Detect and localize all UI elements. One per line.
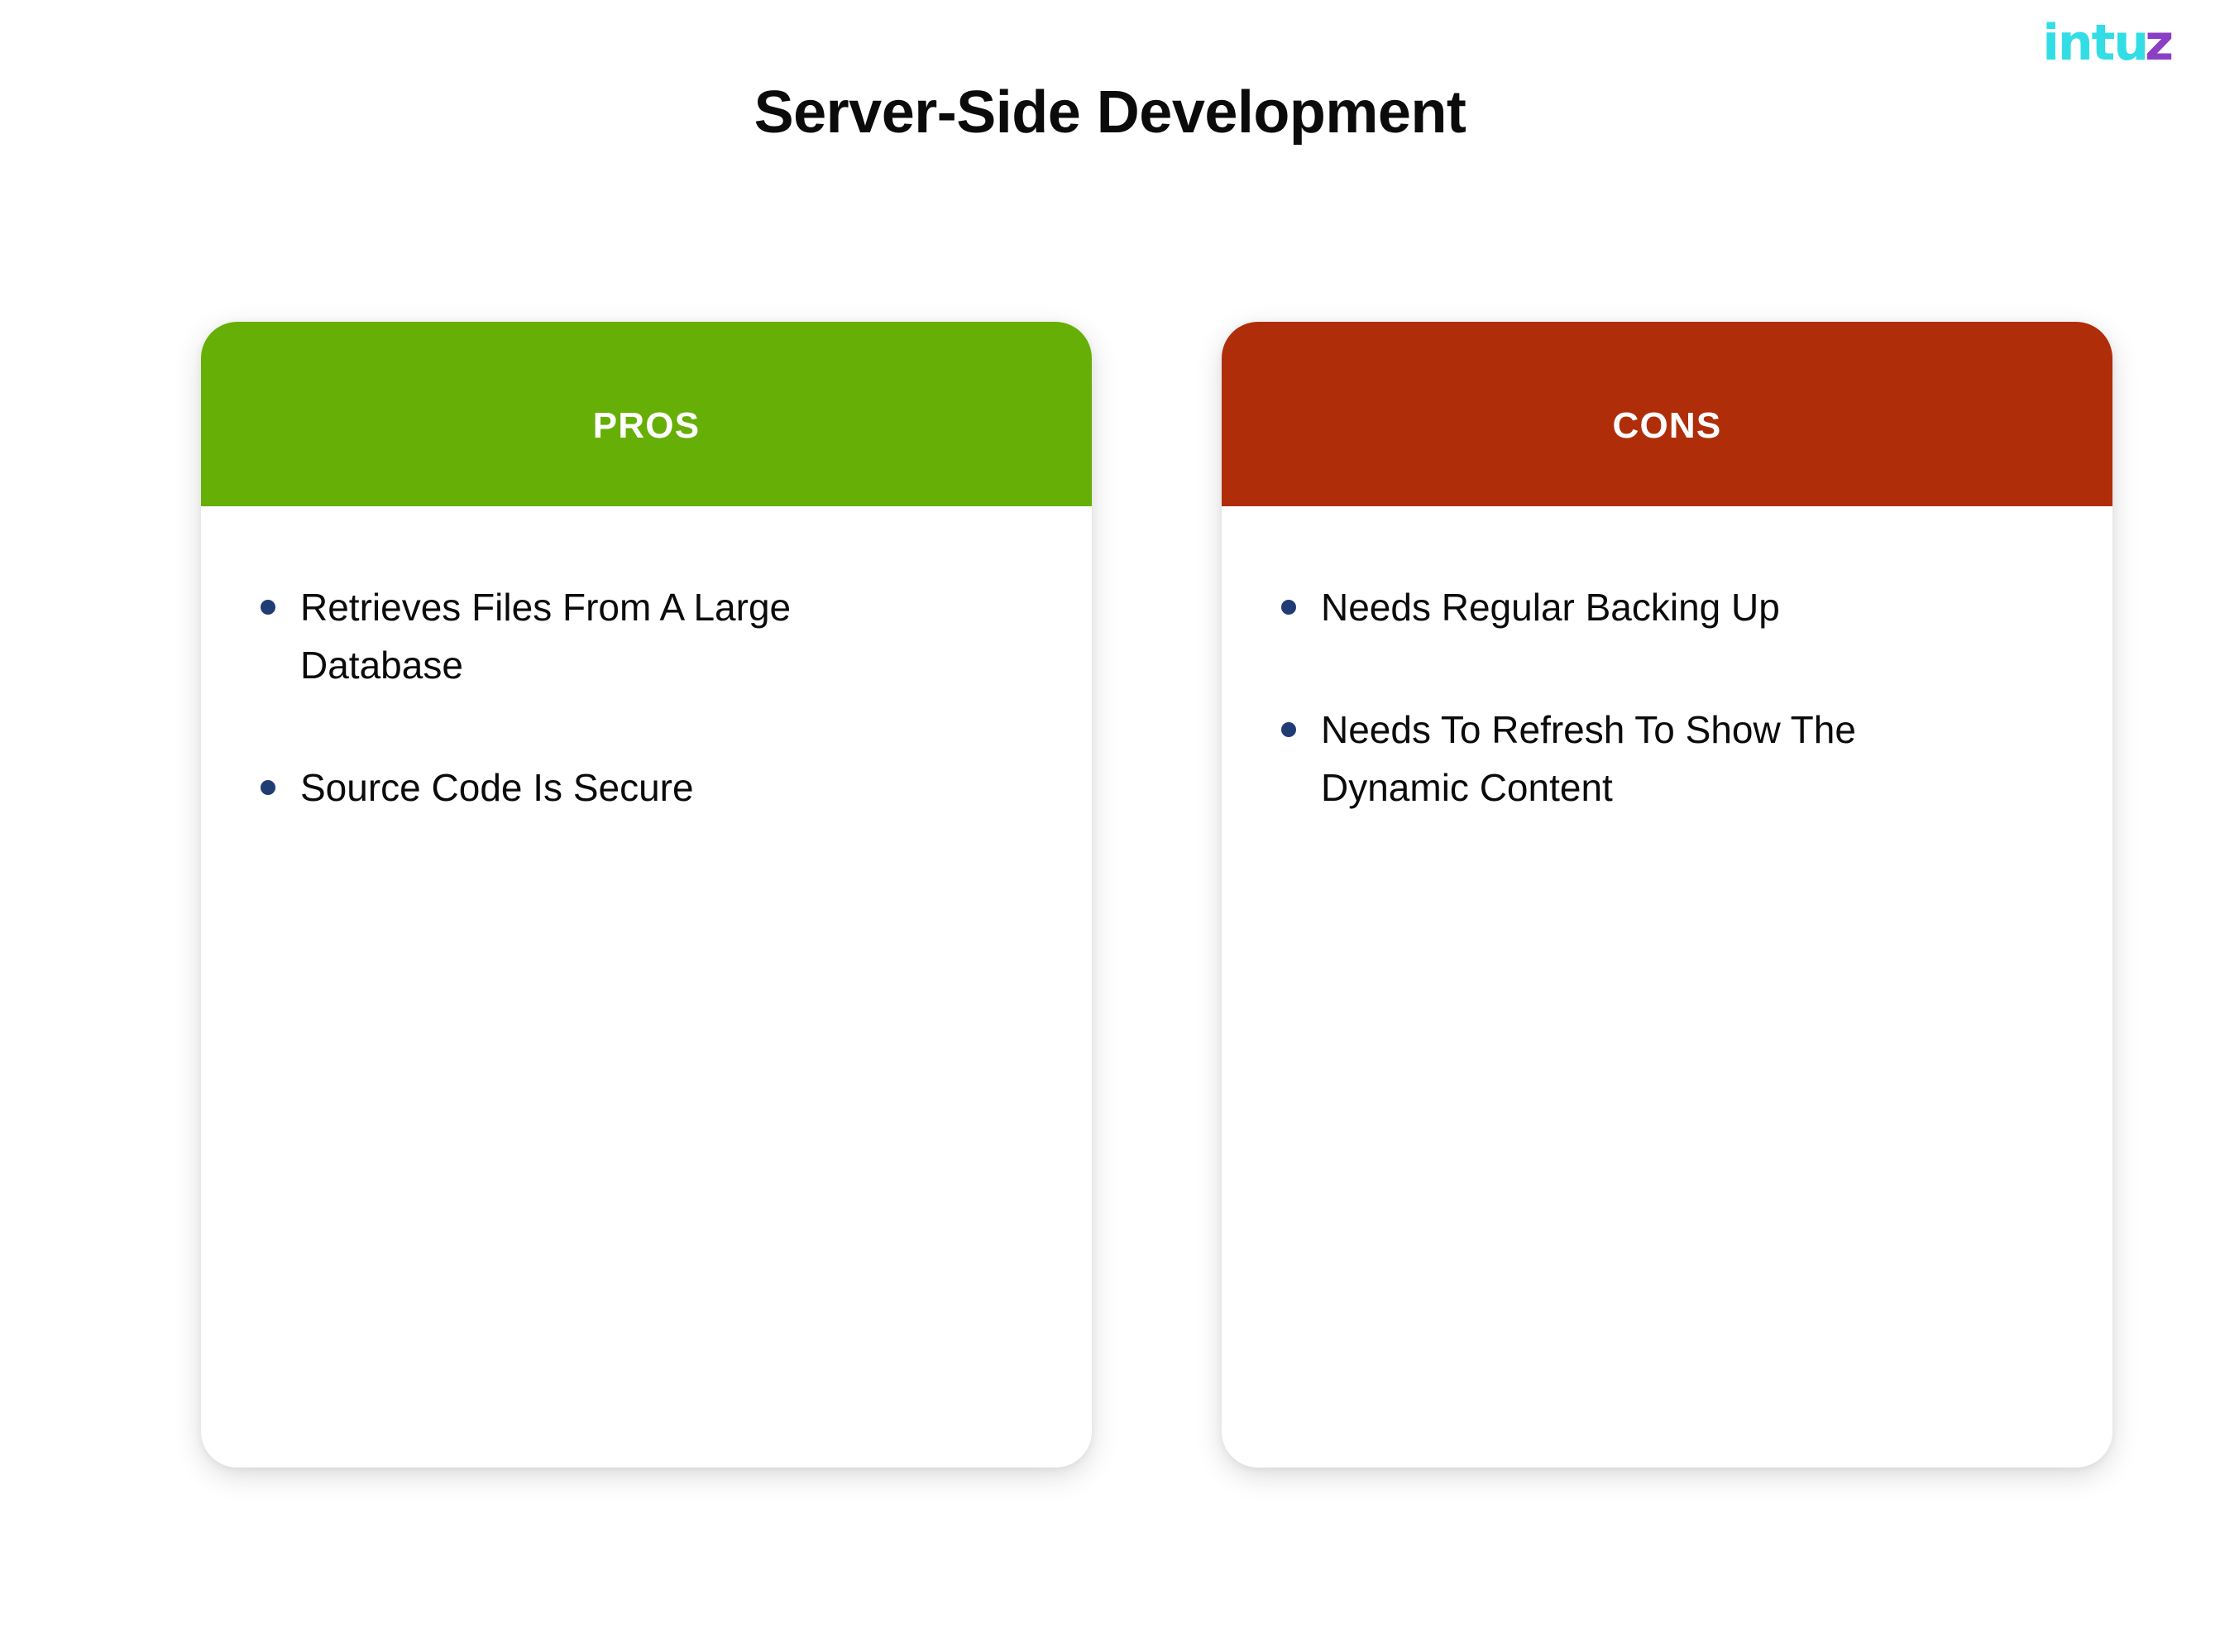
pros-bullet-list: Retrieves Files From A Large Database So… xyxy=(252,579,1041,817)
list-item: Needs Regular Backing Up xyxy=(1273,579,1951,637)
cons-card: CONS Needs Regular Backing Up Needs To R… xyxy=(1222,322,2112,1468)
list-item-label: Needs To Refresh To Show The Dynamic Con… xyxy=(1321,707,1856,809)
page-title: Server-Side Development xyxy=(754,79,1466,146)
bullet-dot-icon xyxy=(261,779,275,795)
pros-card-body: Retrieves Files From A Large Database So… xyxy=(201,506,1092,1468)
logo-wordmark-main: intu xyxy=(2042,14,2149,72)
cons-bullet-list: Needs Regular Backing Up Needs To Refres… xyxy=(1273,579,2061,817)
list-item: Needs To Refresh To Show The Dynamic Con… xyxy=(1273,702,1951,817)
bullet-dot-icon xyxy=(261,600,275,615)
logo-wordmark-accent: z xyxy=(2145,14,2174,72)
cons-card-body: Needs Regular Backing Up Needs To Refres… xyxy=(1222,506,2112,1468)
list-item-label: Retrieves Files From A Large Database xyxy=(300,586,792,687)
list-item: Source Code Is Secure xyxy=(252,759,931,817)
list-item-label: Needs Regular Backing Up xyxy=(1321,586,1780,629)
cons-card-header: CONS xyxy=(1222,322,2112,506)
list-item-label: Source Code Is Secure xyxy=(300,765,694,809)
pros-header-label: PROS xyxy=(592,405,701,446)
list-item: Retrieves Files From A Large Database xyxy=(252,579,931,695)
cons-header-label: CONS xyxy=(1612,405,1722,446)
pros-card: PROS Retrieves Files From A Large Databa… xyxy=(201,322,1092,1468)
bullet-dot-icon xyxy=(1281,721,1296,737)
bullet-dot-icon xyxy=(1281,600,1296,615)
pros-card-header: PROS xyxy=(201,322,1092,506)
